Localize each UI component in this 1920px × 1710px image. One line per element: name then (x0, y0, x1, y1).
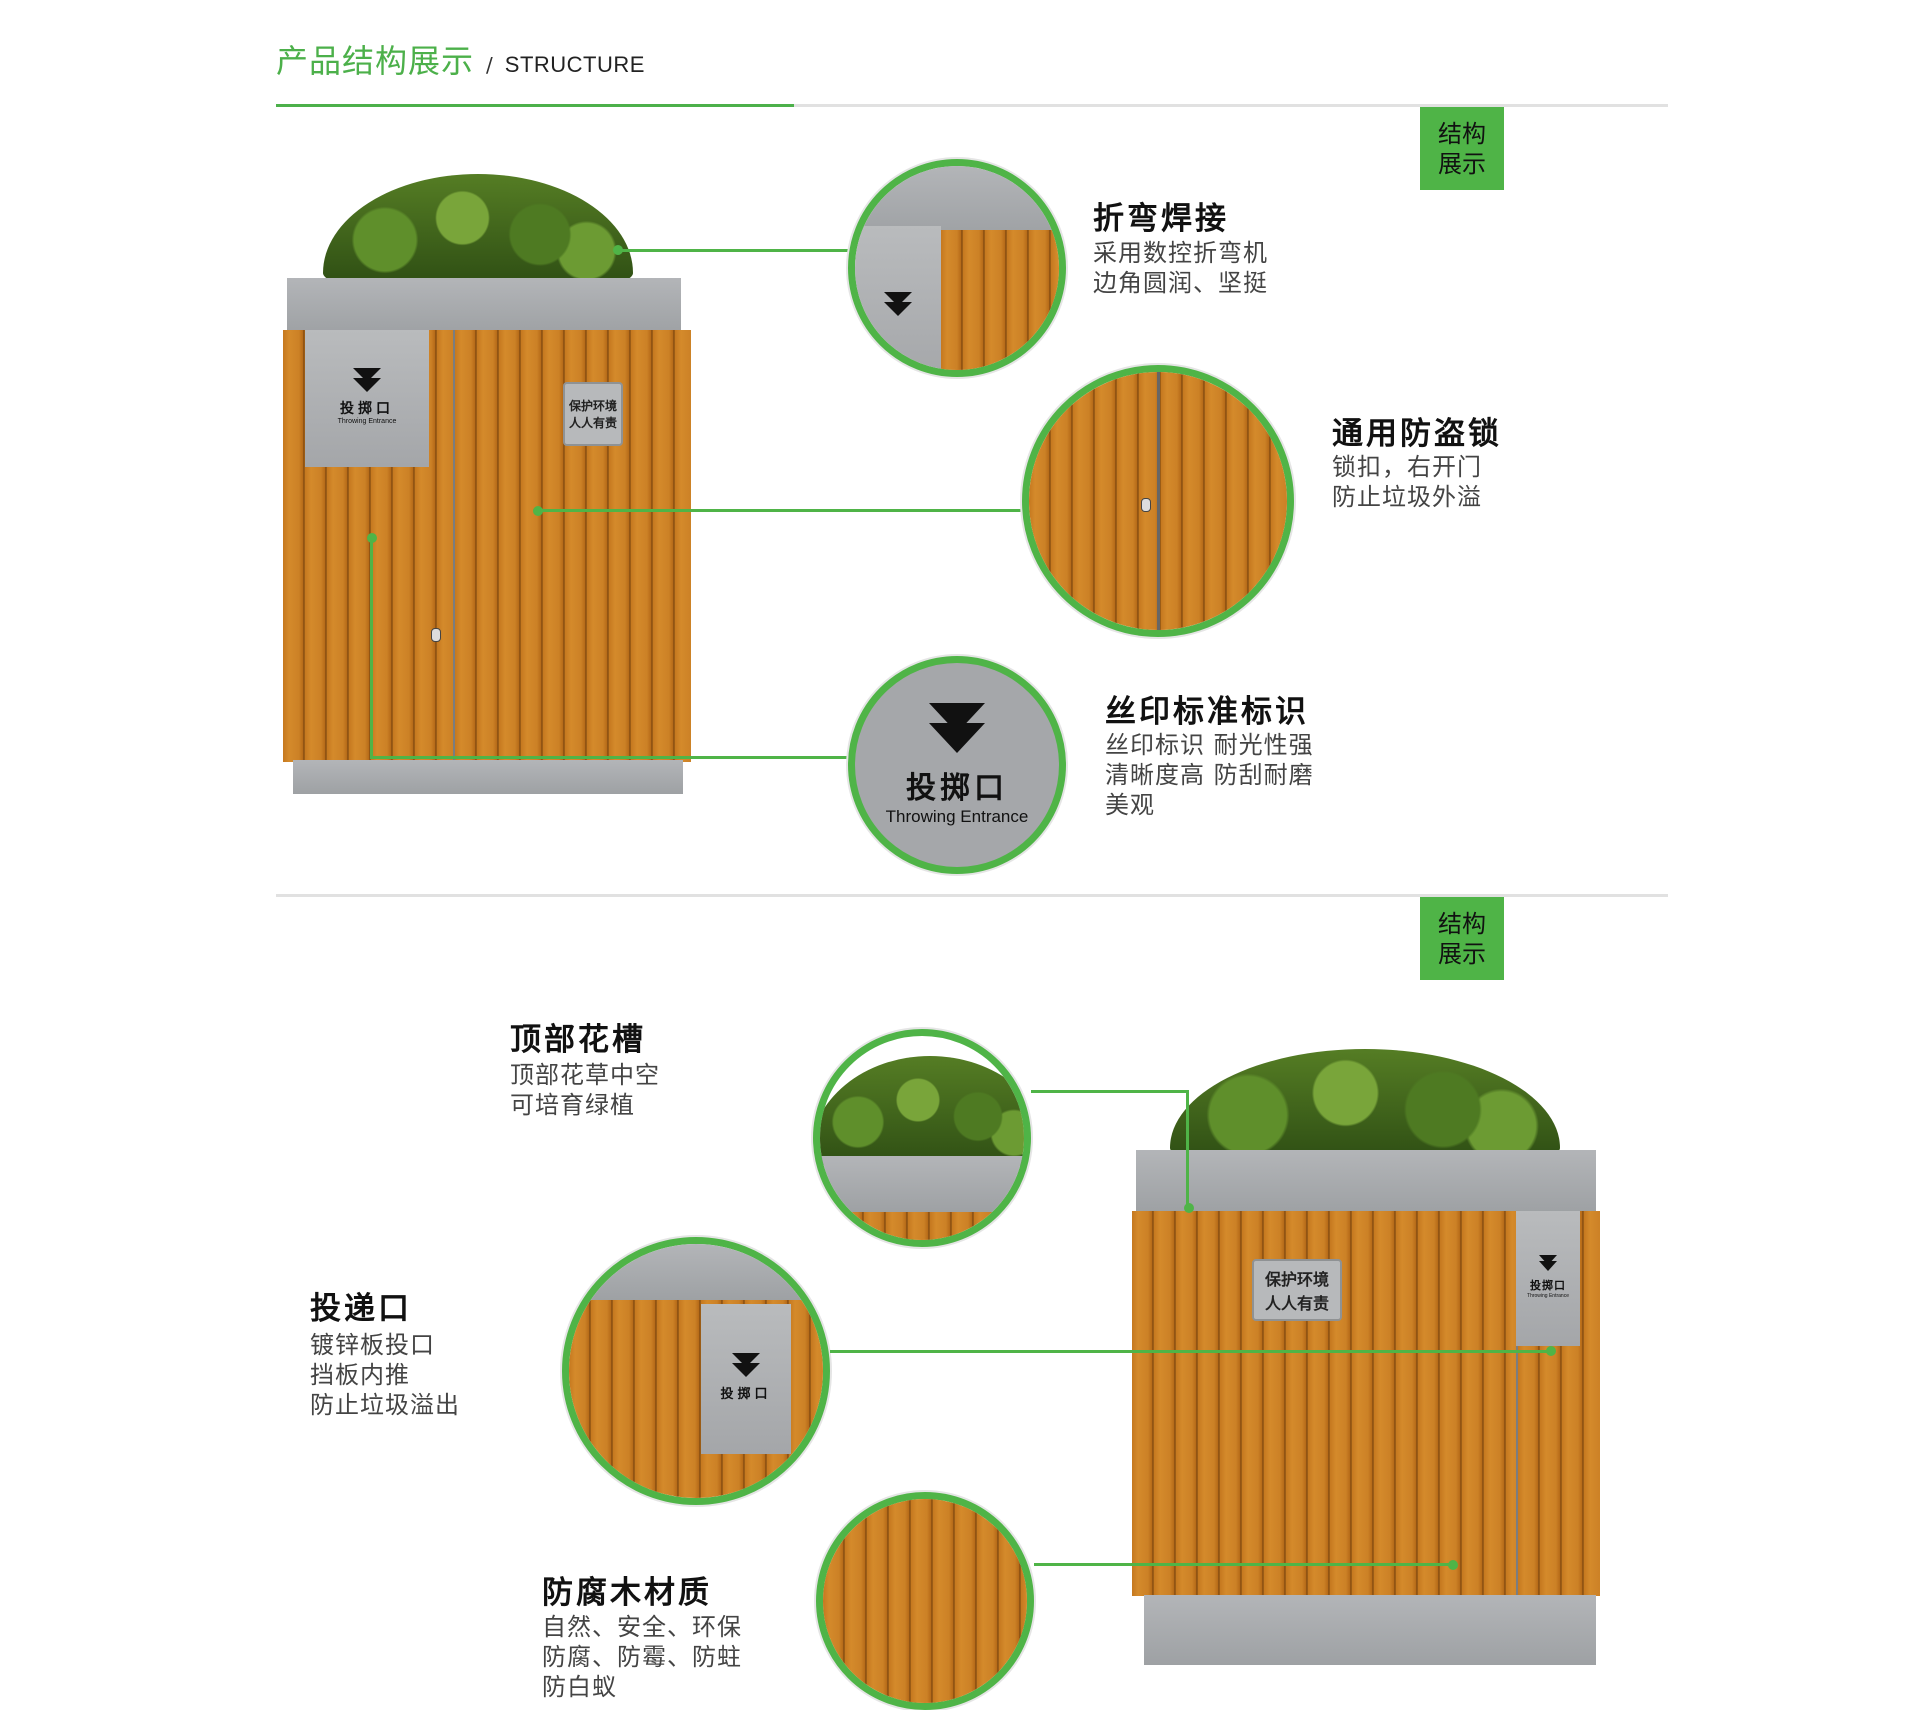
chevron-down-icon (1539, 1254, 1557, 1265)
header-divider (276, 104, 1668, 107)
leader-dot (1546, 1346, 1556, 1356)
chevron-down-icon (884, 302, 912, 316)
planter-box (1136, 1150, 1596, 1212)
sign-text-zh: 投掷口 (720, 1386, 772, 1402)
detail-steel-top (855, 166, 1059, 236)
detail-sign: 投掷口 (701, 1304, 791, 1454)
badge-line-2: 展示 (1438, 149, 1486, 178)
leader-dot (1184, 1203, 1194, 1213)
chevron-down-icon (732, 1362, 760, 1377)
detail-circle-welding (848, 159, 1066, 377)
header-divider-accent (276, 104, 794, 107)
planter-plants (1170, 1049, 1560, 1159)
planter-box (820, 1156, 1024, 1212)
feature-description: 镀锌板投口 挡板内推 防止垃圾溢出 (310, 1331, 460, 1419)
feature-description: 锁扣，右开门 防止垃圾外溢 (1332, 453, 1482, 511)
planter-plants (323, 174, 633, 284)
leader-line (830, 1350, 1550, 1353)
detail-circle-planter (813, 1029, 1031, 1247)
header-title-en: STRUCTURE (504, 52, 645, 77)
plate-line-2: 人人有责 (568, 416, 617, 430)
sign-text-zh: 投掷口 (340, 401, 394, 417)
leader-line (1034, 1563, 1454, 1566)
product-image-front-right: 投掷口 Throwing Entrance 保护环境 人人有责 (1130, 1045, 1610, 1675)
chevron-down-icon (929, 723, 985, 753)
feature-title: 丝印标准标识 (1105, 694, 1309, 730)
sign-text-en: Throwing Entrance (885, 807, 1029, 826)
feature-description: 顶部花草中空 可培育绿植 (510, 1061, 660, 1119)
feature-title: 通用防盗锁 (1332, 416, 1502, 452)
feature-description: 采用数控折弯机 边角圆润、坚挺 (1093, 239, 1268, 297)
leader-line (618, 249, 850, 252)
feature-title: 投递口 (310, 1291, 412, 1327)
protect-environment-plate: 保护环境 人人有责 (563, 382, 623, 446)
feature-title: 防腐木材质 (542, 1575, 712, 1611)
lock-icon (431, 628, 441, 642)
detail-steel-top (569, 1244, 823, 1300)
leader-line (370, 538, 373, 758)
bin-base (293, 760, 683, 794)
feature-title: 折弯焊接 (1093, 201, 1229, 237)
sign-text-en: Throwing Entrance (1527, 1292, 1569, 1299)
leader-line (1186, 1090, 1189, 1208)
badge-line-1: 结构 (1438, 909, 1486, 938)
chevron-down-icon (353, 378, 381, 392)
bin-base (1144, 1595, 1596, 1665)
leader-line (1031, 1090, 1188, 1093)
feature-title: 顶部花槽 (510, 1022, 646, 1058)
plate-line-1: 保护环境 (568, 399, 617, 413)
sign-text-zh: 投掷口 (906, 771, 1008, 806)
badge-line-1: 结构 (1438, 119, 1486, 148)
detail-wood (820, 1212, 1024, 1240)
detail-wood (941, 230, 1059, 370)
throwing-entrance-sign: 投掷口 Throwing Entrance (305, 330, 429, 467)
throwing-entrance-sign: 投掷口 Throwing Entrance (1516, 1211, 1580, 1346)
protect-environment-plate: 保护环境 人人有责 (1252, 1259, 1342, 1321)
plate-line-1: 保护环境 (1264, 1270, 1329, 1289)
header-separator: / (486, 53, 493, 77)
planter-box (287, 278, 681, 334)
door-seam (1157, 372, 1160, 630)
header-title-zh: 产品结构展示 (276, 42, 475, 80)
sign-text-zh: 投掷口 (1530, 1278, 1566, 1292)
feature-description: 丝印标识 耐光性强 清晰度高 防刮耐磨 美观 (1105, 731, 1314, 819)
detail-circle-entrance: 投掷口 (562, 1237, 830, 1505)
product-image-front-left: 投掷口 Throwing Entrance 保护环境 人人有责 (283, 170, 703, 800)
lock-icon (1141, 498, 1151, 512)
feature-description: 自然、安全、环保 防腐、防霉、防蛀 防白蚁 (542, 1613, 742, 1701)
detail-circle-wood (816, 1492, 1034, 1710)
detail-circle-sign: 投掷口 Throwing Entrance (848, 656, 1066, 874)
leader-line (370, 756, 848, 759)
detail-sign (855, 226, 941, 370)
section-header: 产品结构展示 / STRUCTURE (276, 36, 645, 82)
plate-line-2: 人人有责 (1264, 1294, 1329, 1313)
detail-circle-lock (1022, 365, 1294, 637)
detail-wood (823, 1499, 1027, 1703)
planter-plants (820, 1056, 1024, 1166)
chevron-down-icon (1539, 1260, 1557, 1271)
structure-badge: 结构 展示 (1420, 897, 1504, 980)
structure-badge: 结构 展示 (1420, 107, 1504, 190)
sign-text-en: Throwing Entrance (337, 418, 397, 425)
badge-line-2: 展示 (1438, 939, 1486, 968)
leader-line (538, 509, 1022, 512)
section-divider (276, 894, 1668, 897)
